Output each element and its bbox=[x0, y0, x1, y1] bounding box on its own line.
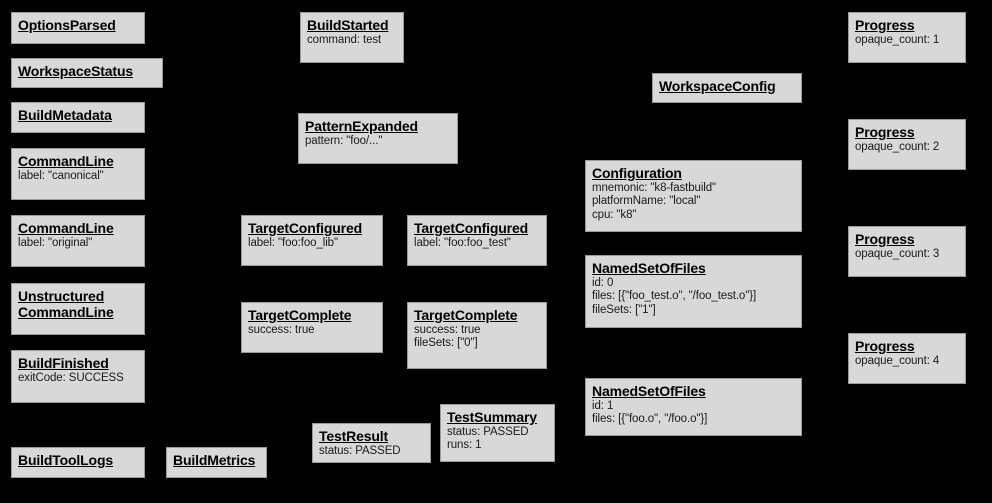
node-workspace-status[interactable]: WorkspaceStatus bbox=[11, 58, 163, 88]
node-properties: opaque_count: 3 bbox=[855, 248, 959, 261]
node-title: BuildToolLogs bbox=[18, 452, 113, 468]
node-property: success: true bbox=[414, 324, 481, 337]
node-property: opaque_count: 4 bbox=[855, 355, 940, 368]
node-property: runs: 1 bbox=[447, 439, 482, 452]
node-properties: label: "foo:foo_test" bbox=[414, 237, 540, 250]
node-build-metadata[interactable]: BuildMetadata bbox=[11, 102, 145, 133]
node-property: label: "canonical" bbox=[18, 170, 104, 183]
node-property: label: "original" bbox=[18, 237, 93, 250]
node-property: label: "foo:foo_lib" bbox=[248, 237, 338, 250]
node-title: TargetConfigured bbox=[248, 220, 363, 236]
node-title: CommandLine bbox=[18, 153, 114, 169]
node-title: BuildMetrics bbox=[173, 452, 256, 468]
node-property: status: PASSED bbox=[447, 426, 529, 439]
node-title: TargetComplete bbox=[248, 307, 352, 323]
node-title: TargetComplete bbox=[414, 307, 518, 323]
node-unstructured-command-line[interactable]: Unstructured CommandLine bbox=[11, 283, 145, 335]
node-property: files: [{"foo.o", "/foo.o"}] bbox=[592, 413, 708, 426]
node-property: label: "foo:foo_test" bbox=[414, 237, 511, 250]
node-title: TestSummary bbox=[447, 409, 537, 425]
node-title: Progress bbox=[855, 231, 915, 247]
node-property: id: 1 bbox=[592, 400, 614, 413]
node-property: opaque_count: 3 bbox=[855, 248, 940, 261]
node-properties: success: true bbox=[248, 324, 376, 337]
node-property: status: PASSED bbox=[319, 445, 401, 458]
node-property: success: true bbox=[248, 324, 315, 337]
node-property: command: test bbox=[307, 34, 382, 47]
node-properties: opaque_count: 1 bbox=[855, 34, 959, 47]
node-title: WorkspaceConfig bbox=[659, 78, 776, 94]
node-title: Progress bbox=[855, 124, 915, 140]
node-title: BuildStarted bbox=[307, 17, 389, 33]
node-properties: mnemonic: "k8-fastbuild"platformName: "l… bbox=[592, 182, 795, 222]
node-title: BuildMetadata bbox=[18, 107, 112, 123]
node-property: cpu: "k8" bbox=[592, 208, 637, 221]
node-property: fileSets: ["0"] bbox=[414, 337, 478, 350]
node-properties: command: test bbox=[307, 34, 397, 47]
node-properties: label: "canonical" bbox=[18, 170, 138, 183]
node-title: NamedSetOfFiles bbox=[592, 260, 706, 276]
node-properties: label: "foo:foo_lib" bbox=[248, 237, 376, 250]
node-properties: pattern: "foo/..." bbox=[305, 135, 451, 148]
node-properties: exitCode: SUCCESS bbox=[18, 372, 138, 385]
node-property: platformName: "local" bbox=[592, 195, 701, 208]
node-workspace-config[interactable]: WorkspaceConfig bbox=[652, 73, 802, 103]
node-build-tool-logs[interactable]: BuildToolLogs bbox=[11, 447, 145, 478]
node-title: NamedSetOfFiles bbox=[592, 383, 706, 399]
node-property: fileSets: ["1"] bbox=[592, 303, 656, 316]
node-property: opaque_count: 2 bbox=[855, 141, 940, 154]
node-title: Progress bbox=[855, 17, 915, 33]
node-title: Unstructured CommandLine bbox=[18, 288, 114, 321]
node-title: CommandLine bbox=[18, 220, 114, 236]
node-property: files: [{"foo_test.o", "/foo_test.o"}] bbox=[592, 290, 757, 303]
node-property: pattern: "foo/..." bbox=[305, 135, 383, 148]
node-title: PatternExpanded bbox=[305, 118, 418, 134]
node-title: BuildFinished bbox=[18, 355, 109, 371]
node-title: OptionsParsed bbox=[18, 17, 116, 33]
node-properties: opaque_count: 4 bbox=[855, 355, 959, 368]
node-properties: opaque_count: 2 bbox=[855, 141, 959, 154]
node-options-parsed[interactable]: OptionsParsed bbox=[11, 12, 145, 44]
node-title: WorkspaceStatus bbox=[18, 63, 133, 79]
node-title: TestResult bbox=[319, 428, 389, 444]
node-property: exitCode: SUCCESS bbox=[18, 372, 124, 385]
node-properties: status: PASSED bbox=[319, 445, 424, 458]
node-property: id: 0 bbox=[592, 277, 614, 290]
node-title: Configuration bbox=[592, 165, 682, 181]
node-title: Progress bbox=[855, 338, 915, 354]
node-property: opaque_count: 1 bbox=[855, 34, 940, 47]
node-build-metrics[interactable]: BuildMetrics bbox=[166, 447, 267, 478]
node-title: TargetConfigured bbox=[414, 220, 529, 236]
node-property: mnemonic: "k8-fastbuild" bbox=[592, 182, 717, 195]
node-properties: label: "original" bbox=[18, 237, 138, 250]
